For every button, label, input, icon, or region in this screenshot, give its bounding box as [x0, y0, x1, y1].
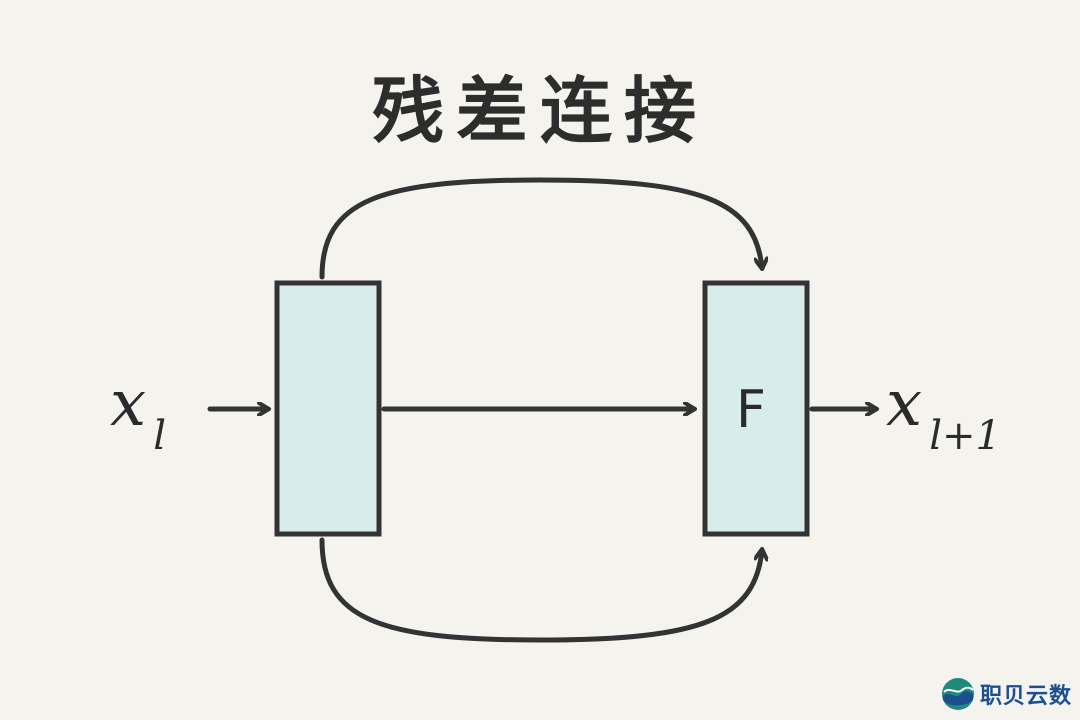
- output-label-subscript: l+1: [929, 413, 1001, 459]
- function-block: [702, 280, 810, 537]
- watermark-text: 职贝云数: [979, 684, 1072, 709]
- input-label-main: x: [110, 367, 147, 441]
- watermark-logo: 职贝云数: [940, 676, 1072, 712]
- input-label: x l: [110, 372, 166, 456]
- page-title: 残差连接: [371, 69, 708, 153]
- skip-connection-top: [319, 177, 762, 280]
- output-label-main: x: [886, 367, 923, 441]
- output-label: x l+1: [886, 372, 1001, 456]
- input-label-subscript: l: [153, 413, 166, 459]
- input-block: [274, 280, 382, 537]
- skip-connection-bottom: [319, 537, 762, 643]
- wave-globe-icon: [941, 678, 974, 710]
- function-label: F: [736, 380, 766, 440]
